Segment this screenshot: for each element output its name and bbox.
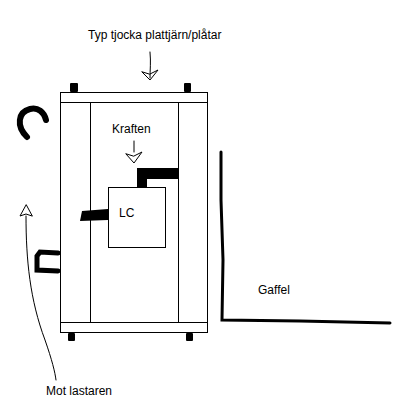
part-label: Gaffel [258, 283, 290, 297]
bolt [184, 83, 191, 92]
bolt [68, 333, 75, 341]
leader-line [134, 141, 135, 152]
bolt [70, 83, 78, 92]
direction-label: Mot lastaren [46, 384, 112, 398]
hook [20, 109, 46, 137]
bolt [186, 333, 193, 341]
leader-arrow [126, 152, 142, 163]
side-block [80, 209, 108, 221]
node-text: LC [119, 206, 155, 220]
hook [37, 252, 58, 271]
force-label: Kraften [112, 122, 151, 136]
leader-arrow [20, 205, 32, 216]
part-label: Typ tjocka plattjärn/plåtar [88, 28, 221, 42]
leader-arrow [142, 70, 158, 80]
frame [61, 93, 208, 333]
leader-line [26, 216, 56, 380]
force-block [137, 168, 179, 188]
right-plate [179, 103, 208, 323]
load-cell-box: LC [108, 187, 166, 248]
fork [221, 152, 390, 323]
top-plate [61, 93, 208, 103]
bottom-plate [61, 323, 208, 333]
